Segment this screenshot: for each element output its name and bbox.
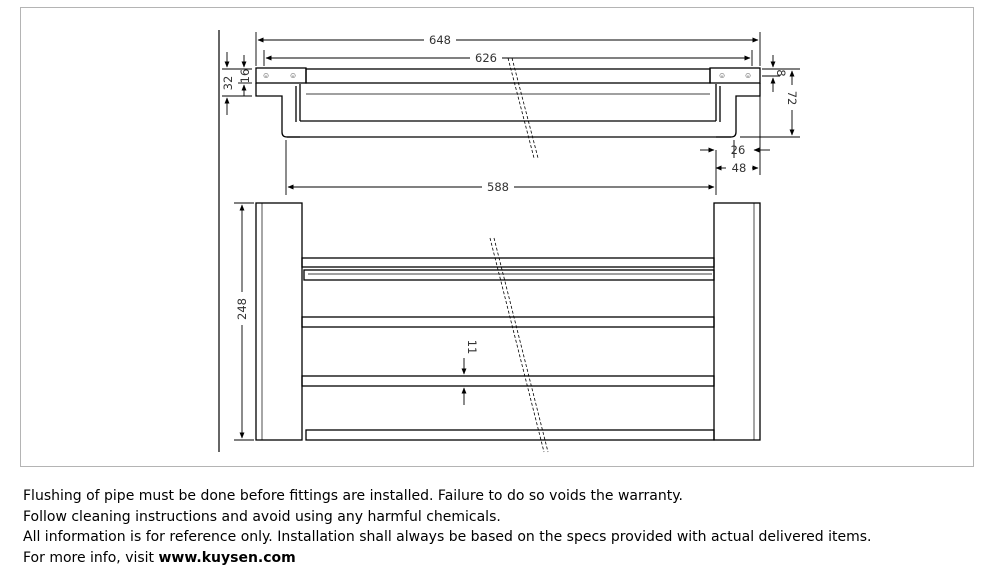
note-line-4-prefix: For more info, visit: [23, 549, 159, 566]
drawing-frame: [20, 7, 974, 467]
svg-text:☺: ☺: [262, 71, 270, 80]
svg-text:☺: ☺: [718, 71, 726, 80]
front-view-dimensions: [234, 202, 467, 441]
dim-8: 8: [774, 69, 788, 76]
dim-11: 11: [465, 340, 479, 355]
top-view: ☺ ☺ ☺ ☺: [218, 30, 761, 452]
dim-626: 626: [475, 51, 497, 65]
top-view-dimensions: [222, 32, 800, 195]
note-line-1: Flushing of pipe must be done before fit…: [23, 488, 683, 504]
dim-48: 48: [732, 161, 747, 175]
dim-588: 588: [487, 180, 509, 194]
dim-648: 648: [429, 33, 451, 47]
note-line-4: For more info, visit www.kuysen.com: [23, 548, 973, 569]
front-view: [255, 202, 761, 453]
dim-16: 16: [238, 69, 252, 84]
svg-text:☺: ☺: [744, 71, 752, 80]
dim-32: 32: [221, 76, 235, 91]
dim-26: 26: [731, 143, 746, 157]
notes-block: Flushing of pipe must be done before fit…: [23, 486, 973, 568]
dim-248: 248: [235, 298, 249, 320]
note-line-3: All information is for reference only. I…: [23, 529, 872, 545]
website-link[interactable]: www.kuysen.com: [158, 549, 296, 566]
note-line-2: Follow cleaning instructions and avoid u…: [23, 508, 501, 525]
technical-drawing: ☺ ☺ ☺ ☺: [218, 30, 800, 453]
dim-72: 72: [785, 91, 799, 106]
svg-text:☺: ☺: [289, 71, 297, 80]
